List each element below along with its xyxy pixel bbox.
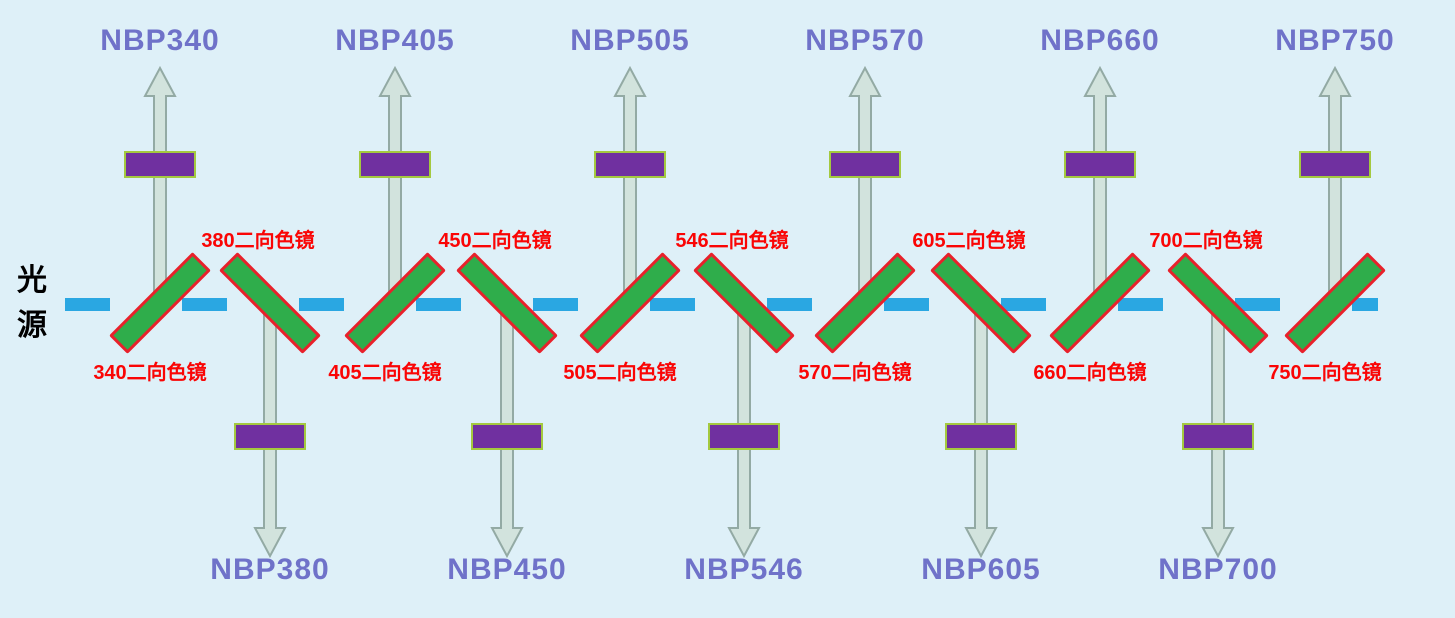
bandpass-filter-nbp660: [1064, 151, 1136, 178]
bandpass-filter-nbp700: [1182, 423, 1254, 450]
bandpass-filter-nbp546: [708, 423, 780, 450]
output-label-nbp605: NBP605: [921, 553, 1041, 586]
output-label-nbp405: NBP405: [335, 24, 455, 57]
light-source-label: 光源: [17, 264, 47, 342]
bandpass-filter-nbp405: [359, 151, 431, 178]
bandpass-filter-nbp750: [1299, 151, 1371, 178]
output-label-nbp660: NBP660: [1040, 24, 1160, 57]
output-label-nbp450: NBP450: [447, 553, 567, 586]
bandpass-filter-nbp570: [829, 151, 901, 178]
mirror-label-570: 570二向色镜: [798, 362, 912, 384]
mirror-label-546: 546二向色镜: [675, 230, 789, 252]
bandpass-filter-nbp380: [234, 423, 306, 450]
bandpass-filter-nbp450: [471, 423, 543, 450]
mirror-label-340: 340二向色镜: [93, 362, 207, 384]
mirror-label-750: 750二向色镜: [1268, 362, 1382, 384]
output-label-nbp570: NBP570: [805, 24, 925, 57]
mirror-label-700: 700二向色镜: [1149, 230, 1263, 252]
bandpass-filter-nbp605: [945, 423, 1017, 450]
mirror-label-405: 405二向色镜: [328, 362, 442, 384]
output-label-nbp750: NBP750: [1275, 24, 1395, 57]
bandpass-filter-nbp505: [594, 151, 666, 178]
mirror-label-380: 380二向色镜: [201, 230, 315, 252]
bandpass-filter-nbp340: [124, 151, 196, 178]
output-label-nbp700: NBP700: [1158, 553, 1278, 586]
mirror-label-660: 660二向色镜: [1033, 362, 1147, 384]
output-label-nbp505: NBP505: [570, 24, 690, 57]
mirror-label-605: 605二向色镜: [912, 230, 1026, 252]
mirror-label-505: 505二向色镜: [563, 362, 677, 384]
output-label-nbp340: NBP340: [100, 24, 220, 57]
output-label-nbp380: NBP380: [210, 553, 330, 586]
output-label-nbp546: NBP546: [684, 553, 804, 586]
mirror-label-450: 450二向色镜: [438, 230, 552, 252]
